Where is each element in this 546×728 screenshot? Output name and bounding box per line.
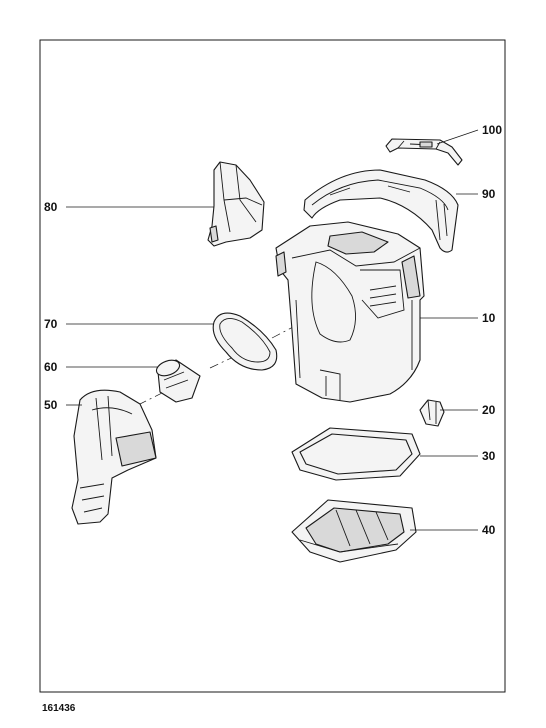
part-20-clip[interactable] xyxy=(419,399,445,427)
part-90-top-cover[interactable] xyxy=(303,169,459,253)
drawing-number: 161436 xyxy=(42,703,76,714)
part-70-seal-ring[interactable] xyxy=(212,312,278,371)
callout-60: 60 xyxy=(44,360,58,374)
part-30-gasket-frame[interactable] xyxy=(291,427,421,481)
part-80-side-panel[interactable] xyxy=(207,161,265,247)
callout-80: 80 xyxy=(44,200,58,214)
callout-30: 30 xyxy=(482,449,496,463)
callout-70: 70 xyxy=(44,317,58,331)
callout-50: 50 xyxy=(44,398,58,412)
part-10-main-housing[interactable] xyxy=(275,221,425,403)
callout-100: 100 xyxy=(482,123,502,137)
callout-20: 20 xyxy=(482,403,496,417)
part-100-handle[interactable] xyxy=(385,138,463,166)
callout-90: 90 xyxy=(482,187,496,201)
part-60-cylinder-filter[interactable] xyxy=(154,357,201,403)
part-40-base-tray[interactable] xyxy=(291,499,417,563)
callout-40: 40 xyxy=(482,523,496,537)
leader-lines xyxy=(66,129,479,531)
drawing-border xyxy=(39,39,506,693)
callout-10: 10 xyxy=(482,311,496,325)
part-50-intake-duct[interactable] xyxy=(71,389,157,525)
